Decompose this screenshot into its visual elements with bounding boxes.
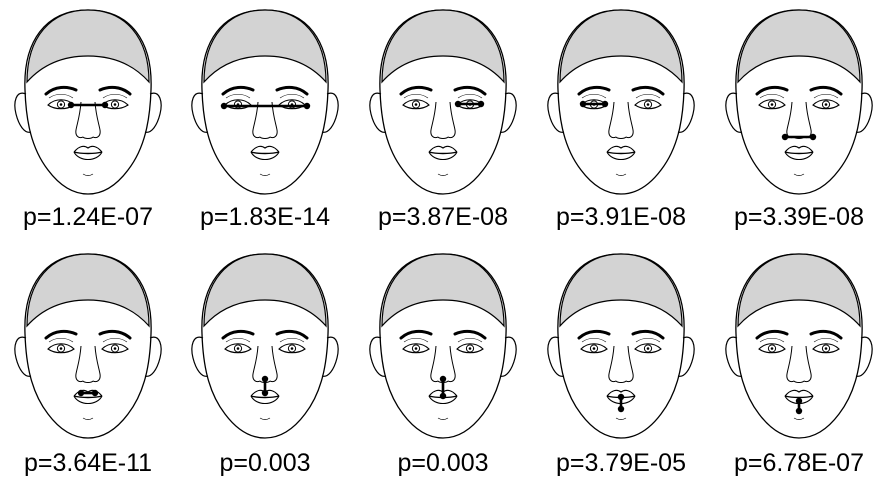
face-panel-1 xyxy=(13,2,163,202)
left-pupil xyxy=(60,103,63,106)
right-pupil xyxy=(825,103,828,106)
measurement-point xyxy=(455,101,461,107)
face-drawing xyxy=(370,254,516,438)
measurement-point xyxy=(602,101,608,107)
face-drawing xyxy=(370,10,516,194)
measurement-point xyxy=(92,390,98,396)
face-drawing xyxy=(15,254,161,438)
face-panel-3 xyxy=(368,2,518,202)
face-drawing xyxy=(548,10,694,194)
measurement-point xyxy=(782,134,788,140)
face-panel-9 xyxy=(546,246,696,446)
p-value-label: p=3.64E-11 xyxy=(0,449,176,478)
left-pupil xyxy=(771,347,774,350)
face-panel-6 xyxy=(13,246,163,446)
p-value-label: p=1.83E-14 xyxy=(177,203,353,232)
right-pupil xyxy=(114,103,117,106)
measurement-point xyxy=(618,394,624,400)
measurement-point xyxy=(810,134,816,140)
measurement-point xyxy=(78,390,84,396)
p-value-label: p=0.003 xyxy=(355,449,531,478)
face-drawing xyxy=(15,10,161,194)
left-pupil xyxy=(771,103,774,106)
left-pupil xyxy=(593,347,596,350)
measurement-point xyxy=(478,101,484,107)
measurement-point xyxy=(440,393,446,399)
p-value-label: p=3.91E-08 xyxy=(533,203,709,232)
face-panel-7 xyxy=(190,246,340,446)
p-value-label: p=6.78E-07 xyxy=(711,449,883,478)
p-value-label: p=0.003 xyxy=(177,449,353,478)
face-panel-4 xyxy=(546,2,696,202)
right-pupil xyxy=(647,103,650,106)
right-pupil xyxy=(647,347,650,350)
face-panel-8 xyxy=(368,246,518,446)
left-pupil xyxy=(415,103,418,106)
p-value-label: p=3.87E-08 xyxy=(355,203,531,232)
measurement-point xyxy=(618,406,624,412)
p-value-label: p=3.39E-08 xyxy=(711,203,883,232)
measurement-point xyxy=(262,390,268,396)
measurement-point xyxy=(262,376,268,382)
measurement-point xyxy=(68,102,74,108)
left-pupil xyxy=(60,347,63,350)
face-panel-10 xyxy=(724,246,874,446)
right-pupil xyxy=(825,347,828,350)
face-drawing xyxy=(192,10,338,194)
face-drawing xyxy=(192,254,338,438)
measurement-point xyxy=(102,102,108,108)
right-pupil xyxy=(291,347,294,350)
measurement-point xyxy=(796,398,802,404)
measurement-point xyxy=(580,101,586,107)
left-pupil xyxy=(237,347,240,350)
face-drawing xyxy=(726,10,872,194)
measurement-point xyxy=(304,103,310,109)
left-pupil xyxy=(415,347,418,350)
p-value-label: p=3.79E-05 xyxy=(533,449,709,478)
face-panel-2 xyxy=(190,2,340,202)
face-panel-5 xyxy=(724,2,874,202)
measurement-point xyxy=(221,103,227,109)
measurement-point xyxy=(440,376,446,382)
measurement-point xyxy=(796,408,802,414)
p-value-label: p=1.24E-07 xyxy=(0,203,176,232)
right-pupil xyxy=(469,347,472,350)
right-pupil xyxy=(114,347,117,350)
